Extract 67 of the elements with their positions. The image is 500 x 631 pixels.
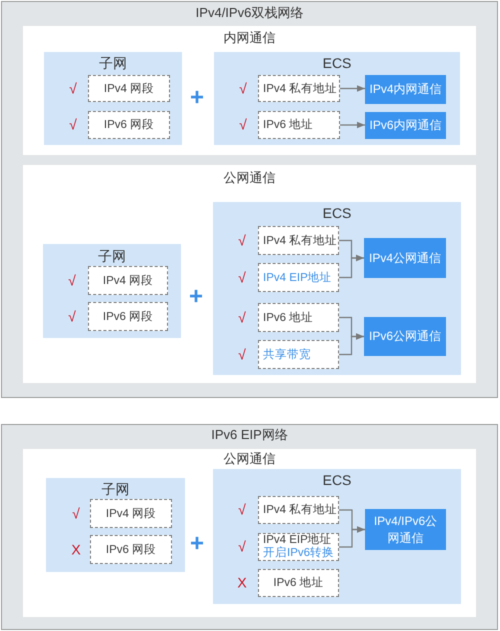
- group-box: [46, 478, 185, 572]
- check-mark: √: [238, 270, 246, 285]
- address-label: IPv4 EIP地址: [263, 534, 332, 546]
- address-box: IPv4 私有地址: [258, 226, 339, 255]
- plus-sign: +: [189, 286, 203, 308]
- check-mark: √: [239, 118, 247, 132]
- check-mark: √: [238, 540, 246, 554]
- cross-mark: X: [237, 576, 247, 590]
- group-box: [44, 52, 182, 145]
- result-box: IPv4内网通信: [365, 75, 446, 104]
- result-box: IPv4/IPv6公网通信: [365, 509, 446, 550]
- check-mark: √: [69, 81, 77, 96]
- check-mark: √: [238, 502, 246, 518]
- group-title: 子网: [98, 248, 126, 264]
- arrow: [339, 333, 364, 356]
- arrow: [339, 254, 364, 278]
- cross-mark: X: [71, 542, 81, 557]
- check-mark: √: [72, 506, 80, 521]
- check-mark: √: [68, 273, 76, 288]
- address-box: IPv4 私有地址: [258, 75, 340, 102]
- section-card: [23, 165, 476, 383]
- check-mark: √: [68, 309, 76, 324]
- group-box: [213, 469, 461, 604]
- segment-box: IPv4 网段: [88, 266, 168, 295]
- result-box: IPv4公网通信: [364, 238, 446, 278]
- arrow: [340, 122, 365, 128]
- section-card: [23, 449, 476, 617]
- segment-box: IPv4 网段: [90, 499, 172, 528]
- check-mark: √: [238, 310, 246, 325]
- address-box: IPv6 地址: [258, 569, 339, 597]
- result-box: IPv6公网通信: [364, 317, 446, 356]
- address-box: IPv6 地址: [258, 111, 340, 139]
- check-mark: √: [238, 347, 246, 362]
- segment-box: IPv6 网段: [88, 111, 170, 139]
- arrow: [339, 526, 365, 548]
- plus-sign: +: [190, 87, 204, 109]
- address-box: [258, 533, 339, 561]
- section-title: 内网通信: [224, 30, 276, 46]
- group-title: ECS: [322, 472, 352, 488]
- address-box: IPv6 地址: [258, 303, 339, 332]
- address-box: IPv4 私有地址: [258, 496, 339, 524]
- segment-box: IPv6 网段: [88, 302, 168, 331]
- group-title: ECS: [322, 205, 352, 221]
- group-title: 子网: [102, 481, 130, 497]
- bandwidth-box: 共享带宽: [258, 340, 339, 369]
- group-title: ECS: [322, 55, 352, 71]
- section-title: 公网通信: [224, 170, 276, 186]
- address-box: IPv4 EIP地址: [258, 263, 339, 292]
- result-box: IPv6内网通信: [365, 112, 446, 139]
- segment-box: IPv4 网段: [88, 75, 170, 102]
- group-box: [43, 244, 181, 338]
- panel-title: IPv6 EIP网络: [211, 427, 288, 443]
- network-panel: [1, 424, 498, 630]
- group-title: 子网: [99, 55, 127, 71]
- address-note: 开启IPv6转换: [263, 547, 334, 560]
- group-box: [214, 52, 460, 145]
- network-panel: [1, 1, 498, 398]
- check-mark: √: [69, 118, 77, 132]
- group-box: [213, 202, 461, 375]
- section-card: [23, 26, 476, 155]
- plus-sign: +: [190, 533, 204, 555]
- section-title: 公网通信: [224, 451, 276, 467]
- check-mark: √: [238, 233, 246, 248]
- check-mark: √: [239, 81, 247, 96]
- panel-title: IPv4/IPv6双栈网络: [196, 5, 304, 21]
- segment-box: IPv6 网段: [90, 535, 172, 564]
- arrow: [340, 85, 365, 92]
